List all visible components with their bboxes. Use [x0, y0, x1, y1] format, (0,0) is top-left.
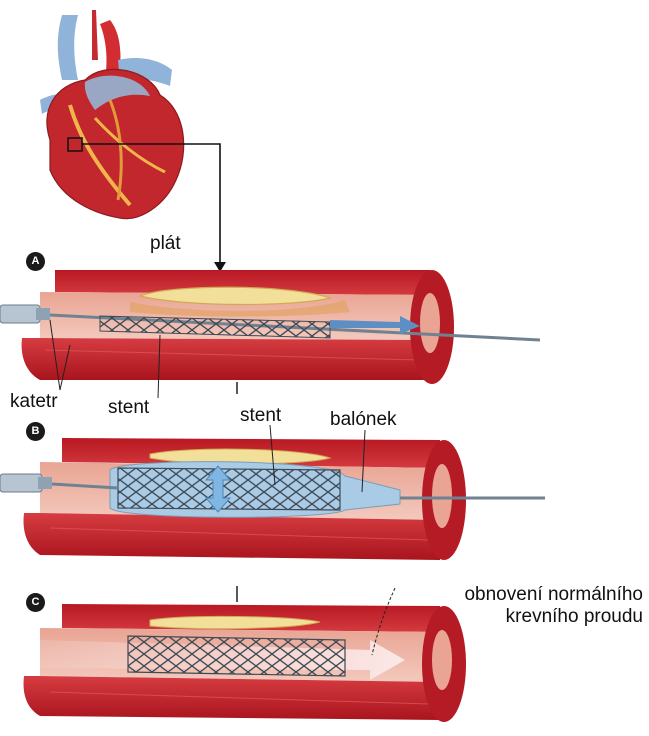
- restored-flow-label-line1: obnovení normálního: [464, 584, 643, 606]
- plaque-label: plát: [150, 234, 181, 253]
- panel-a-vessel: [0, 270, 540, 384]
- restored-flow-label-line2: krevního proudu: [464, 606, 643, 628]
- stent-label-b: stent: [240, 406, 281, 425]
- stent-label-a: stent: [108, 398, 149, 417]
- balloon-label: balónek: [330, 410, 397, 429]
- panel-c-vessel: [24, 604, 466, 722]
- heart-illustration: [40, 10, 184, 219]
- panel-marker-b: B: [26, 422, 45, 441]
- panel-marker-a: A: [26, 252, 45, 271]
- panel-marker-c: C: [26, 593, 45, 612]
- restored-flow-label: obnovení normálního krevního proudu: [464, 584, 643, 628]
- catheter-label: katetr: [10, 392, 58, 411]
